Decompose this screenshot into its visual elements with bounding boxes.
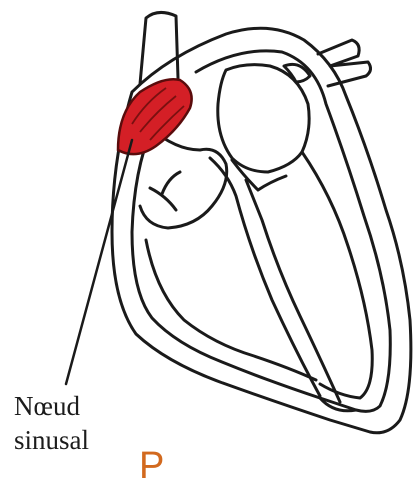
left-ventricle: [302, 152, 372, 398]
leader-line: [66, 140, 132, 384]
marker-letter: P: [139, 446, 164, 486]
sinoatrial-node: [118, 79, 192, 154]
tricuspid-valve: [150, 172, 180, 210]
annotation-label-line1: Nœud: [14, 391, 80, 421]
superior-vena-cava: [140, 12, 178, 84]
pulmonary-vessels: [318, 40, 371, 86]
annotation-label-line2: sinusal: [14, 425, 89, 455]
